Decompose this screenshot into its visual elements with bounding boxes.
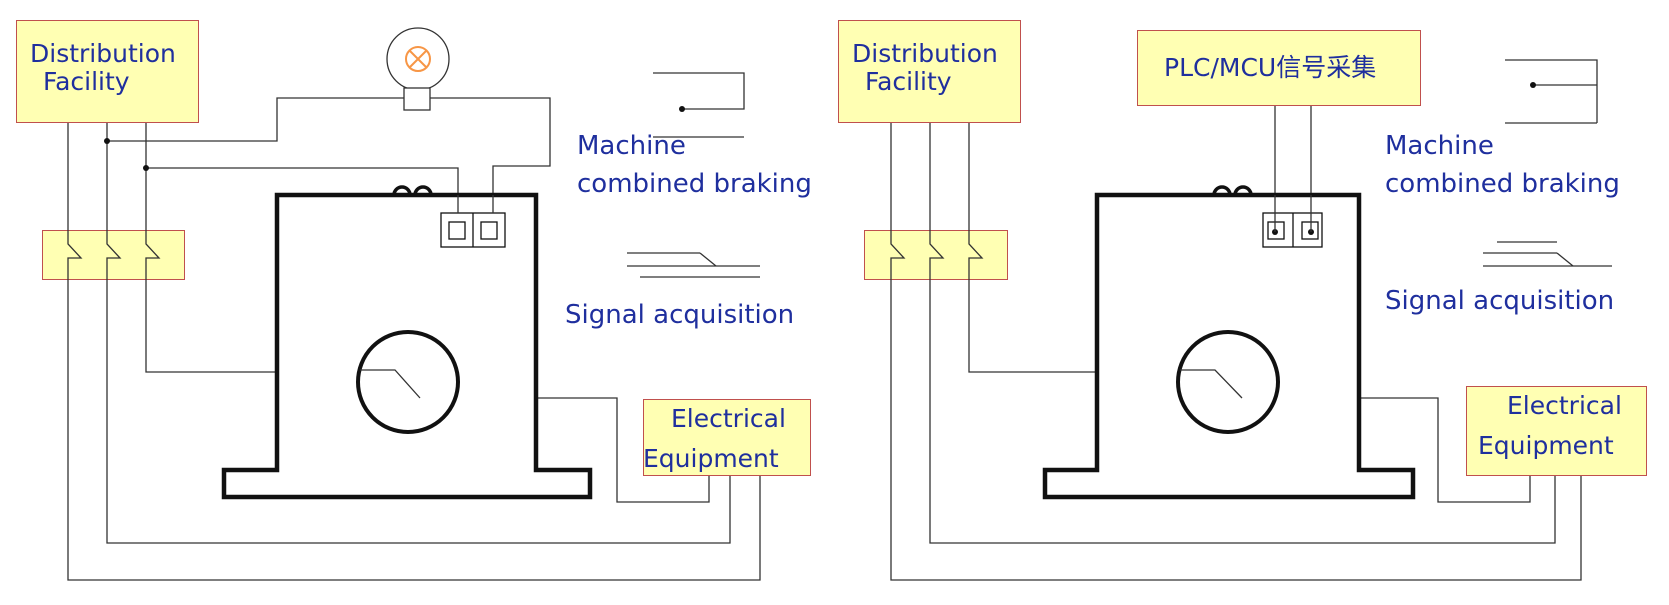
right-controller-label: PLC/MCU信号采集 <box>1164 53 1377 82</box>
left-electrical-line1: Electrical <box>671 404 786 433</box>
right-wires <box>890 106 1582 581</box>
right-breaker-box <box>864 229 1008 280</box>
right-current-sensor <box>1042 185 1416 500</box>
right-controller-box <box>1137 30 1421 106</box>
right-distribution-line1: Distribution <box>852 39 998 68</box>
left-distribution-line2: Facility <box>43 67 130 96</box>
left-legend-brake-line2: combined braking <box>577 169 812 199</box>
right-legend-brake-line2: combined braking <box>1385 169 1620 199</box>
left-electrical-equipment-box <box>643 399 811 476</box>
left-legend-signal: Signal acquisition <box>565 300 795 330</box>
lamp-icon <box>386 27 450 111</box>
switch-contact-icon <box>653 72 745 138</box>
left-distribution-line1: Distribution <box>30 39 176 68</box>
junction-dots <box>104 138 149 171</box>
left-wires <box>67 97 761 581</box>
right-distribution-facility-box <box>838 20 1021 123</box>
right-legend-brake-line1: Machine <box>1385 131 1494 161</box>
right-legend-signal: Signal acquisition <box>1385 286 1615 316</box>
left-breaker-box <box>42 229 185 280</box>
normally-open-contact-icon <box>627 252 760 278</box>
breaker-contacts-icon <box>66 229 160 280</box>
normally-open-contact-icon <box>1483 241 1612 267</box>
right-legend-symbols <box>1483 59 1612 267</box>
right-distribution-line2: Facility <box>865 67 952 96</box>
breaker-contacts-icon <box>889 229 983 280</box>
left-distribution-facility-box <box>16 20 199 123</box>
right-electrical-line1: Electrical <box>1507 391 1622 420</box>
switch-contact-icon <box>1505 59 1598 124</box>
left-legend-symbols <box>627 72 760 278</box>
left-legend-brake-line1: Machine <box>577 131 686 161</box>
right-electrical-line2: Equipment <box>1478 431 1614 460</box>
right-electrical-equipment-box <box>1466 386 1647 476</box>
left-electrical-line2: Equipment <box>643 444 779 473</box>
left-current-sensor <box>221 185 593 500</box>
